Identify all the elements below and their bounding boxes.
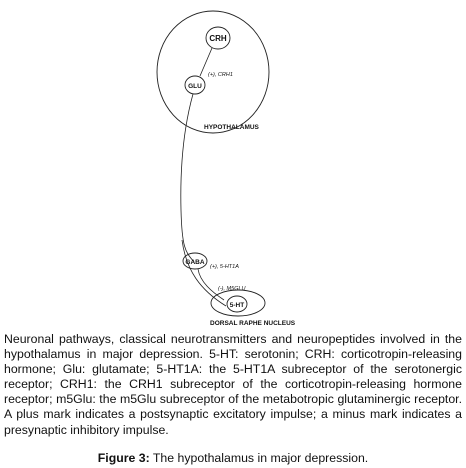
- gaba-node: [182, 252, 208, 270]
- gaba-label: GABA: [185, 259, 204, 266]
- 5ht-node: [226, 295, 248, 313]
- figure-label: Figure 3:: [97, 451, 150, 465]
- gaba-to-5ht-connector: [197, 268, 225, 301]
- glu-to-crh-connector: [199, 47, 213, 77]
- glu-crh-edge-label: (+), CRH1: [208, 72, 233, 78]
- figure-title-text: The hypothalamus in major depression.: [152, 451, 369, 465]
- crh-node: [205, 26, 231, 50]
- figure-caption-body: Neuronal pathways, classical neurotransm…: [4, 332, 462, 437]
- descending-fiber: [180, 93, 195, 263]
- crh-label: CRH: [209, 34, 227, 43]
- figure-caption-title: Figure 3: The hypothalamus in major depr…: [0, 451, 466, 465]
- hypothalamus-label: HYPOTHALAMUS: [204, 124, 260, 131]
- pathway-diagram: CRH GLU (+), CRH1 HYPOTHALAMUS GABA (+),…: [156, 10, 296, 327]
- gaba-5ht1a-edge-label: (+), 5-HT1A: [210, 264, 239, 270]
- dorsal-raphe-region: [210, 289, 266, 317]
- dorsal-raphe-label: DORSAL RAPHE NUCLEUS: [210, 320, 296, 327]
- glu-label: GLU: [188, 83, 202, 90]
- hypothalamus-region: [156, 10, 270, 134]
- glu-node: [184, 75, 206, 95]
- 5ht-label: 5-HT: [230, 302, 244, 309]
- fiber-to-5ht-connector: [181, 239, 227, 307]
- m5glu-edge-label: (-), M5GLU: [218, 286, 246, 292]
